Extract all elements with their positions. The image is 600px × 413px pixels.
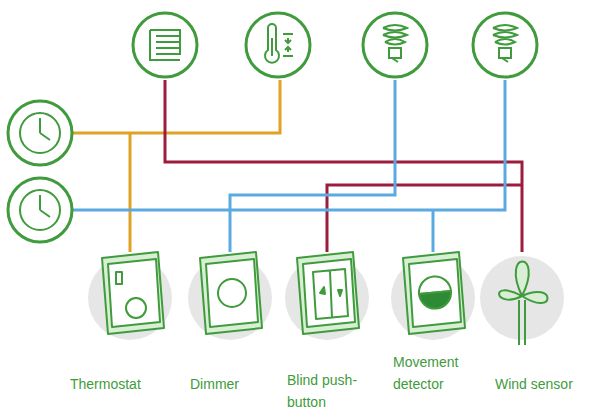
thermostat-plate (108, 259, 160, 327)
anemometer-cup (516, 262, 529, 297)
pushbutton-rockers (313, 269, 348, 319)
wire-red (165, 80, 522, 252)
wire-orange (129, 133, 132, 252)
icon-symbols (20, 24, 517, 230)
device-node: Wind sensor (495, 245, 600, 395)
wire-blue (72, 80, 505, 210)
wire-blue (230, 80, 395, 252)
clock-face (20, 190, 60, 230)
dimmer-plate (206, 259, 258, 327)
device-node: Dimmer (190, 245, 280, 395)
actuator-icons (8, 13, 537, 242)
thermometer-symbol (265, 24, 279, 63)
device-backdrop (480, 256, 564, 340)
wires (72, 80, 522, 252)
device-label: Wind sensor (495, 373, 573, 395)
timer-icon (8, 178, 72, 242)
clock-face (20, 113, 60, 153)
anemometer-stem (519, 300, 525, 345)
thermostat-knob (126, 298, 146, 318)
clock-hands (40, 195, 50, 217)
anemometer-cup (522, 292, 548, 303)
device-node: Thermostat (70, 245, 180, 395)
detector-frame (403, 252, 465, 334)
dimmer-frame (200, 252, 262, 334)
thermostat-display (116, 272, 122, 284)
device-label: Movement detector (393, 351, 489, 395)
device-label: Thermostat (70, 373, 141, 395)
blind-symbol (150, 30, 180, 60)
pushbutton-arrows (320, 287, 342, 296)
wire-blue (432, 210, 435, 252)
device-label: Dimmer (190, 373, 239, 395)
anemometer-cup (499, 290, 522, 299)
device-node: Movement detector (393, 245, 489, 395)
detector-plate (409, 259, 461, 327)
devices (88, 252, 564, 345)
wire-orange (72, 80, 280, 133)
dimmer-knob (218, 279, 246, 307)
thermometer-symbol (283, 34, 293, 56)
thermostat-frame (102, 252, 164, 334)
clock-hands (40, 118, 50, 140)
pushbutton-frame (297, 252, 359, 334)
pushbutton-plate (303, 259, 355, 327)
lamp-icon (363, 13, 427, 77)
blind-icon (133, 13, 197, 77)
lamp-symbol (383, 25, 407, 62)
device-node: Blind push- button (287, 245, 379, 413)
temperature-icon (246, 13, 310, 77)
device-label: Blind push- button (287, 369, 379, 413)
timer-icon (8, 101, 72, 165)
detector-lens (419, 291, 451, 309)
lamp-icon (473, 13, 537, 77)
lamp-symbol (493, 25, 517, 62)
